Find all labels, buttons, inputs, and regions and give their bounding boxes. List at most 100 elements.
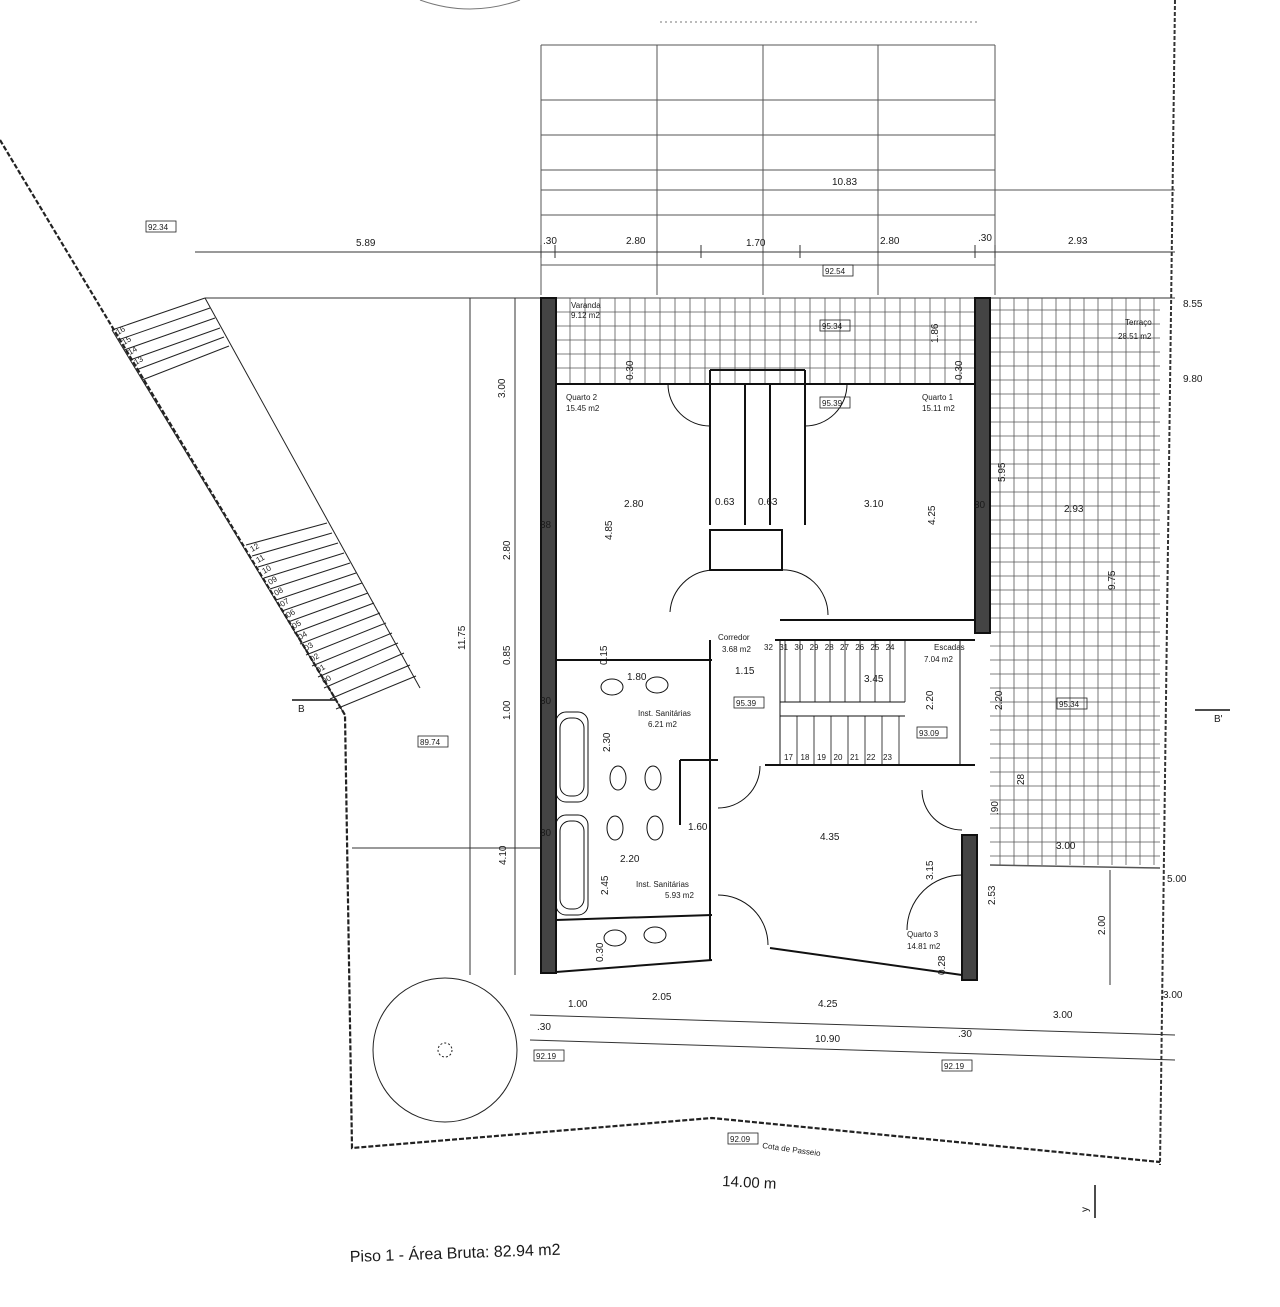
level-boxes	[145, 220, 1088, 1145]
terrace-grid	[989, 298, 1161, 869]
dim-0-30-c: 0.30	[595, 942, 606, 962]
room-area-quarto2: 15.45 m2	[566, 404, 600, 413]
dim-3-45: 3.45	[864, 674, 884, 685]
dim-1-00-v: 1.00	[502, 700, 513, 720]
veranda-grid	[555, 297, 976, 385]
dim-2-20-a: 2.20	[925, 690, 936, 710]
dim-2-30: 2.30	[602, 732, 613, 752]
ramp-step-number: 10	[261, 563, 274, 576]
dim-30-e: 30	[540, 828, 552, 839]
level-l8: 89.74	[420, 738, 441, 747]
level-l10: 92.19	[944, 1062, 965, 1071]
room-area-quarto1: 15.11 m2	[922, 404, 955, 413]
dim-2-80-c: 2.80	[624, 499, 644, 510]
stair-step-number: 32	[764, 643, 773, 652]
dim-2-93-a: 2.93	[1068, 236, 1088, 247]
stair-step-number: 19	[817, 753, 826, 762]
stair-step-number: 22	[867, 753, 876, 762]
room-name-veranda: Varanda	[571, 301, 601, 310]
dim-1-00: 1.00	[568, 999, 588, 1010]
dim-8-55: 8.55	[1183, 299, 1203, 310]
dim-10-83: 10.83	[832, 177, 857, 188]
dim-11-75: 11.75	[457, 625, 468, 650]
dim-3-15: 3.15	[925, 860, 936, 880]
level-l1: 92.34	[148, 223, 169, 232]
stair-step-number: 18	[801, 753, 810, 762]
dim-4-10: 4.10	[498, 845, 509, 865]
plot-lines	[205, 297, 1175, 975]
room-area-san2: 5.93 m2	[665, 891, 694, 900]
dim-4-25: 4.25	[818, 999, 838, 1010]
dim-030-f: .30	[537, 1022, 551, 1033]
stair-step-number: 24	[886, 643, 895, 652]
dim-5-89: 5.89	[356, 238, 376, 249]
level-l9: 92.19	[536, 1052, 557, 1061]
dim-0-30-b: 0.30	[954, 360, 965, 380]
exterior-ramp	[111, 297, 421, 716]
dim-1-60: 1.60	[688, 822, 708, 833]
dim-2-00: 2.00	[1097, 915, 1108, 935]
dim-3-00-b: 3.00	[1163, 990, 1183, 1001]
room-area-quarto3: 14.81 m2	[907, 942, 941, 951]
plan-title: Piso 1 - Área Bruta: 82.94 m2	[349, 1240, 560, 1266]
bottom-dimension-lines	[529, 870, 1176, 1061]
dim-5-95: 5.95	[997, 462, 1008, 482]
ramp-step-number: 09	[267, 574, 280, 587]
dim-2-53: 2.53	[987, 885, 998, 905]
dim-9-80: 9.80	[1183, 374, 1203, 385]
room-name-quarto3: Quarto 3	[907, 930, 939, 939]
dim-1-86: 1.86	[930, 323, 941, 343]
dim-4-35: 4.35	[820, 832, 840, 843]
section-marks: B B' y	[292, 699, 1230, 1218]
dim-2-93-b: 2.93	[1064, 504, 1084, 515]
doors	[667, 383, 963, 946]
dim-2-05: 2.05	[652, 992, 672, 1003]
room-area-veranda: 9.12 m2	[571, 311, 600, 320]
dim-0-90: .90	[990, 801, 1001, 815]
room-name-escadas: Escadas	[934, 643, 965, 652]
room-area-san1: 6.21 m2	[648, 720, 677, 729]
level-l6: 93.09	[919, 729, 940, 738]
section-mark-right: B'	[1214, 714, 1223, 725]
level-l3: 95.34	[822, 322, 843, 331]
section-mark-left: B	[298, 704, 305, 715]
stair-step-number: 23	[883, 753, 892, 762]
dim-10-90: 10.90	[815, 1034, 840, 1045]
dim-0-63-b: 0.63	[758, 497, 778, 508]
dim-2-20-c: 2.20	[620, 854, 640, 865]
dim-2-80-b: 2.80	[880, 236, 900, 247]
dim-30-d: 30	[540, 696, 552, 707]
room-name-terraco: Terraço	[1125, 318, 1152, 327]
room-area-terraco: 28.51 m2	[1118, 332, 1152, 341]
property-boundary-right	[1159, 0, 1176, 1166]
north-mark: y	[1080, 1207, 1091, 1212]
dim-9-75: 9.75	[1107, 570, 1118, 590]
dim-030-g: .30	[958, 1029, 972, 1040]
dim-3-00-c: 3.00	[1053, 1010, 1073, 1021]
top-paving-grid	[540, 44, 1175, 295]
dim-2-20-b: 2.20	[994, 690, 1005, 710]
room-name-corredor: Corredor	[718, 633, 750, 642]
dim-3-00-a: 3.00	[1056, 841, 1076, 852]
ramp-step-number: 14	[127, 344, 140, 357]
dim-2-80-v: 2.80	[502, 540, 513, 560]
level-l7: 95.34	[1059, 700, 1080, 709]
walls	[540, 297, 991, 981]
room-labels: Varanda 9.12 m2 Terraço 28.51 m2 Quarto …	[566, 301, 1152, 951]
dim-1-80: 1.80	[627, 672, 647, 683]
level-l2: 92.54	[825, 267, 846, 276]
bath-fixtures	[555, 676, 669, 947]
dimension-labels: 10.83 5.89 .30 2.80 1.70 2.80 .30 2.93 8…	[356, 177, 1203, 1045]
dim-2-80-a: 2.80	[626, 236, 646, 247]
stair-step-number: 28	[825, 643, 834, 652]
ramp-step-number: 12	[249, 541, 262, 554]
dim-2-45: 2.45	[600, 875, 611, 895]
scale-total-label: 14.00 m	[722, 1173, 777, 1193]
dim-4-85: 4.85	[604, 520, 615, 540]
top-edge-details	[419, 0, 980, 23]
dim-30-c: 30	[974, 500, 986, 511]
dim-0-15: 0.15	[599, 645, 610, 665]
level-l11: 92.09	[730, 1135, 751, 1144]
